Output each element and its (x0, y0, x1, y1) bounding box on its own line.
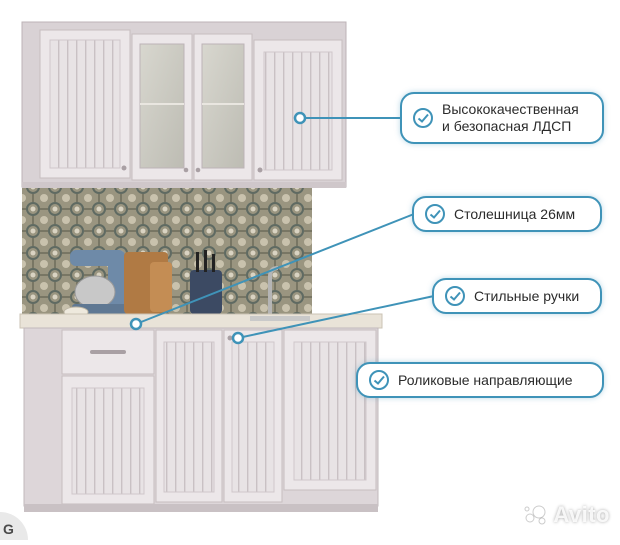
check-circle-icon (413, 108, 433, 128)
watermark-text: Avito (553, 502, 610, 527)
feature-rollers: Роликовые направляющие (356, 362, 604, 398)
feature-countertop: Столешница 26мм (412, 196, 602, 232)
check-circle-icon (445, 286, 465, 306)
svg-text:G: G (3, 521, 14, 537)
check-circle-icon (369, 370, 389, 390)
check-circle-icon (425, 204, 445, 224)
avito-dots-icon (524, 505, 546, 525)
feature-handles: Стильные ручки (432, 278, 602, 314)
feature-ldsp: Высококачественная и безопасная ЛДСП (400, 92, 604, 144)
base-cabinets (23, 327, 379, 512)
feature-label: Высококачественная и безопасная ЛДСП (442, 101, 579, 134)
upper-cabinets (21, 21, 347, 188)
feature-label: Роликовые направляющие (398, 371, 573, 388)
feature-label: Стильные ручки (474, 287, 580, 304)
countertop (19, 313, 383, 329)
corner-logo-icon: G (0, 512, 28, 540)
avito-watermark: Avito (523, 502, 610, 528)
countertop-items (63, 250, 279, 318)
callout-lines (135, 117, 435, 339)
feature-label: Столешница 26мм (454, 205, 576, 222)
callout-dots (129, 111, 307, 345)
